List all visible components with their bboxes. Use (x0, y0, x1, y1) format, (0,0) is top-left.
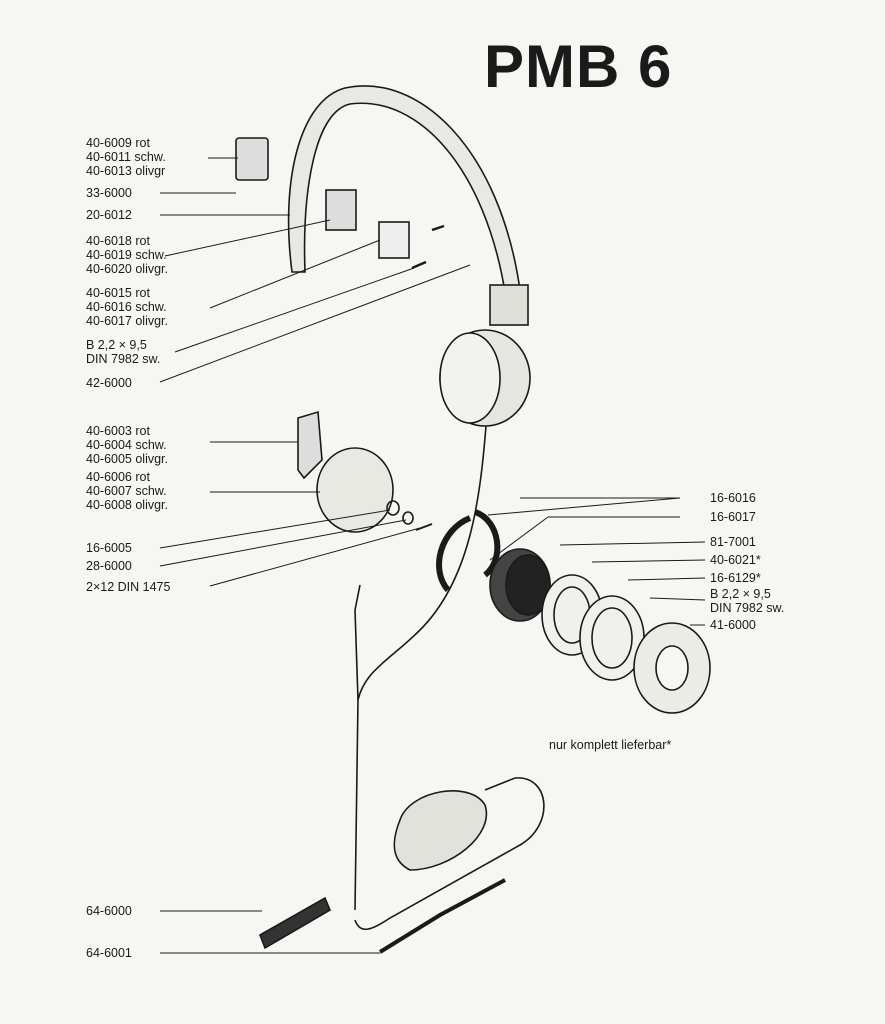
right-label-3: 40-6021* (710, 553, 761, 567)
earcup-front (439, 332, 501, 424)
part-number: 40-6011 schw. (86, 150, 166, 164)
part-number: 40-6007 schw. (86, 484, 167, 498)
part-number: 40-6013 olivgr (86, 164, 166, 178)
part-number: 40-6009 rot (86, 136, 150, 150)
left-label-1: 33-6000 (86, 186, 132, 200)
bracket-plate (325, 189, 357, 231)
pin (415, 523, 433, 531)
diagram-title: PMB 6 (484, 33, 673, 100)
headband-slider (489, 284, 529, 326)
part-number: 40-6020 olivgr. (86, 262, 169, 276)
part-number: DIN 7982 sw. (710, 601, 785, 615)
part-number: 16-6017 (710, 510, 756, 524)
right-label-4: 16-6129* (710, 571, 761, 585)
cable-bag (393, 790, 488, 871)
part-number: DIN 7982 sw. (86, 352, 161, 366)
screw (431, 224, 445, 232)
connector-plug (259, 896, 332, 950)
right-label-1: 16-6017 (710, 510, 756, 524)
part-number: B 2,2 × 9,5 (86, 338, 147, 352)
part-number: 40-6004 schw. (86, 438, 167, 452)
right-label-0: 16-6016 (710, 491, 756, 505)
left-label-13: 64-6001 (86, 946, 132, 960)
part-number: 64-6001 (86, 946, 132, 960)
cover-ring-inner (591, 607, 633, 669)
part-number: 40-6018 rot (86, 234, 150, 248)
ring (402, 511, 414, 525)
part-number: 40-6017 olivgr. (86, 314, 169, 328)
part-number: 40-6015 rot (86, 286, 150, 300)
left-label-2: 20-6012 (86, 208, 132, 222)
part-number: 16-6016 (710, 491, 756, 505)
driver-face (505, 554, 551, 616)
part-number: 40-6008 olivgr. (86, 498, 169, 512)
ring (386, 500, 400, 516)
cable-split (354, 584, 361, 701)
jack-plug (378, 878, 506, 954)
headband-clip (235, 137, 269, 181)
cable-loop (354, 777, 545, 930)
left-label-6: 42-6000 (86, 376, 132, 390)
earcup-shell (316, 447, 394, 533)
headband (287, 85, 521, 293)
part-number: 40-6006 rot (86, 470, 150, 484)
part-number: 16-6129* (710, 571, 761, 585)
part-number: B 2,2 × 9,5 (710, 587, 771, 601)
screw (411, 260, 427, 270)
left-label-11: 2×12 DIN 1475 (86, 580, 170, 594)
right-label-2: 81-7001 (710, 535, 756, 549)
cable (354, 425, 487, 911)
part-number: 64-6000 (86, 904, 132, 918)
clamp-half (436, 515, 472, 593)
pad-plate (378, 221, 410, 259)
left-label-9: 16-6005 (86, 541, 132, 555)
part-number: 42-6000 (86, 376, 132, 390)
part-number: 28-6000 (86, 559, 132, 573)
part-number: 40-6016 schw. (86, 300, 167, 314)
part-number: 16-6005 (86, 541, 132, 555)
ear-pad-hole (655, 645, 689, 691)
part-number: 40-6003 rot (86, 424, 150, 438)
left-label-10: 28-6000 (86, 559, 132, 573)
part-number: 2×12 DIN 1475 (86, 580, 171, 594)
footnote: nur komplett lieferbar* (549, 738, 672, 752)
left-label-12: 64-6000 (86, 904, 132, 918)
part-number: 20-6012 (86, 208, 132, 222)
part-number: 40-6005 olivgr. (86, 452, 169, 466)
part-number: 81-7001 (710, 535, 756, 549)
clamp-half (473, 509, 501, 578)
part-number: 40-6019 schw. (86, 248, 167, 262)
part-number: 40-6021* (710, 553, 761, 567)
right-label-6: 41-6000 (710, 618, 756, 632)
side-bracket (297, 410, 323, 480)
part-number: 41-6000 (710, 618, 756, 632)
part-number: 33-6000 (86, 186, 132, 200)
